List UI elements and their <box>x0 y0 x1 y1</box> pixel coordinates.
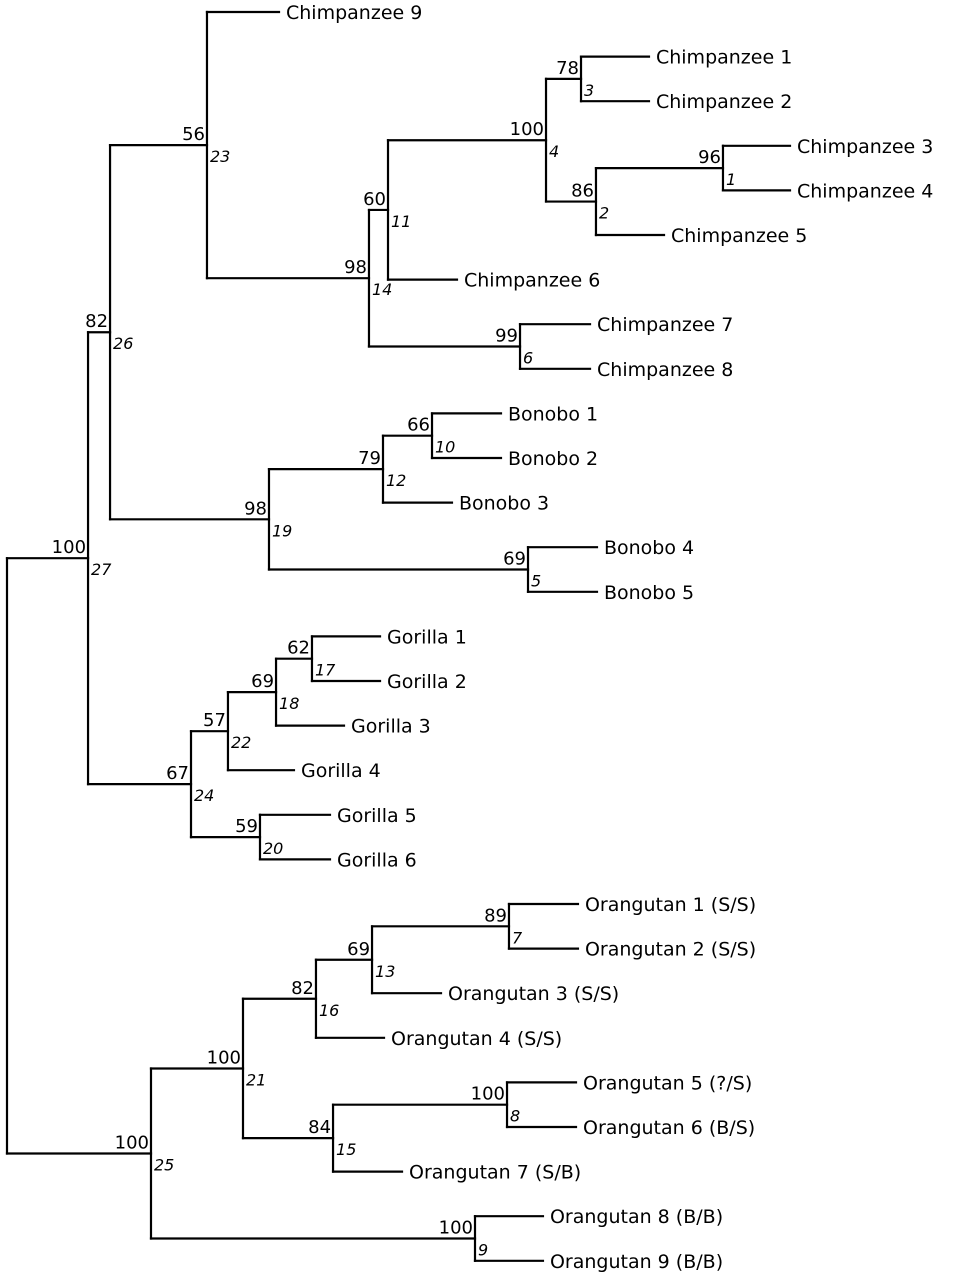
bootstrap-support-label: 69 <box>347 939 370 960</box>
node-id-label: 21 <box>246 1070 266 1089</box>
bootstrap-support-label: 100 <box>115 1132 149 1153</box>
node-id-label: 26 <box>113 334 133 353</box>
node-id-label: 1 <box>726 170 736 189</box>
bootstrap-support-label: 96 <box>698 147 721 168</box>
leaf-label: Bonobo 2 <box>508 448 598 470</box>
leaf-label: Chimpanzee 2 <box>656 91 792 113</box>
bootstrap-support-label: 60 <box>363 189 386 210</box>
node-id-label: 11 <box>391 212 411 231</box>
bootstrap-support-label: 69 <box>503 549 526 570</box>
leaf-label: Chimpanzee 1 <box>656 47 792 69</box>
bootstrap-support-label: 98 <box>244 498 267 519</box>
leaf-label: Orangutan 1 (S/S) <box>585 894 756 916</box>
node-id-label: 7 <box>512 928 523 947</box>
leaf-label: Orangutan 9 (B/B) <box>550 1251 723 1273</box>
node-id-label: 9 <box>478 1241 488 1260</box>
leaf-label: Chimpanzee 5 <box>671 225 807 247</box>
node-id-label: 24 <box>194 786 214 805</box>
leaf-label: Orangutan 2 (S/S) <box>585 939 756 961</box>
leaf-label: Chimpanzee 6 <box>464 270 600 292</box>
node-id-label: 15 <box>336 1140 356 1159</box>
node-id-label: 27 <box>91 560 112 579</box>
node-id-label: 6 <box>523 349 533 368</box>
leaf-label: Chimpanzee 8 <box>597 359 733 381</box>
bootstrap-support-label: 99 <box>495 326 518 347</box>
node-id-label: 13 <box>375 962 395 981</box>
bootstrap-support-label: 59 <box>235 816 258 837</box>
node-id-label: 3 <box>584 81 594 100</box>
node-id-label: 17 <box>315 661 336 680</box>
leaf-label: Chimpanzee 3 <box>797 136 933 158</box>
leaf-label: Orangutan 7 (S/B) <box>409 1162 581 1184</box>
bootstrap-support-label: 56 <box>182 124 205 145</box>
leaf-label: Chimpanzee 9 <box>286 2 422 24</box>
leaf-label: Chimpanzee 4 <box>797 180 933 202</box>
bootstrap-support-label: 100 <box>52 537 86 558</box>
node-id-label: 20 <box>263 839 283 858</box>
leaf-label: Orangutan 6 (B/S) <box>583 1117 755 1139</box>
leaf-label: Gorilla 6 <box>337 849 417 871</box>
bootstrap-support-label: 82 <box>85 311 108 332</box>
bootstrap-support-label: 100 <box>439 1218 473 1239</box>
bootstrap-support-label: 69 <box>251 671 274 692</box>
bootstrap-support-label: 89 <box>484 905 507 926</box>
bootstrap-support-label: 100 <box>207 1047 241 1068</box>
node-id-label: 5 <box>531 572 541 591</box>
bootstrap-support-label: 84 <box>308 1117 331 1138</box>
leaf-label: Gorilla 4 <box>301 760 381 782</box>
bootstrap-support-label: 66 <box>407 415 430 436</box>
bootstrap-support-label: 82 <box>291 978 314 999</box>
leaf-label: Orangutan 8 (B/B) <box>550 1206 723 1228</box>
node-id-label: 18 <box>279 694 299 713</box>
node-id-label: 16 <box>319 1001 339 1020</box>
bootstrap-support-label: 67 <box>166 763 189 784</box>
node-id-label: 14 <box>372 280 392 299</box>
bootstrap-support-label: 86 <box>571 181 594 202</box>
leaf-label: Gorilla 1 <box>387 626 467 648</box>
node-id-label: 12 <box>386 471 406 490</box>
node-id-label: 2 <box>599 204 609 223</box>
leaf-label: Gorilla 2 <box>387 671 467 693</box>
node-id-label: 25 <box>154 1155 174 1174</box>
node-id-label: 4 <box>549 142 559 161</box>
leaf-label: Bonobo 4 <box>604 537 694 559</box>
leaf-label: Bonobo 5 <box>604 582 694 604</box>
leaf-label: Orangutan 5 (?/S) <box>583 1072 752 1094</box>
leaf-label: Orangutan 3 (S/S) <box>448 983 619 1005</box>
leaf-label: Chimpanzee 7 <box>597 314 733 336</box>
bootstrap-support-label: 79 <box>358 448 381 469</box>
node-id-label: 10 <box>435 438 455 457</box>
node-id-label: 19 <box>272 521 292 540</box>
node-id-label: 8 <box>510 1107 520 1126</box>
bootstrap-support-label: 78 <box>556 58 579 79</box>
bootstrap-support-label: 62 <box>287 638 310 659</box>
bootstrap-support-label: 57 <box>203 710 226 731</box>
bootstrap-support-label: 100 <box>471 1084 505 1105</box>
bootstrap-support-label: 100 <box>510 119 544 140</box>
leaf-label: Bonobo 3 <box>459 493 549 515</box>
node-id-label: 22 <box>231 733 251 752</box>
leaf-label: Orangutan 4 (S/S) <box>391 1028 562 1050</box>
bootstrap-support-label: 98 <box>344 257 367 278</box>
leaf-label: Bonobo 1 <box>508 403 598 425</box>
node-id-label: 23 <box>210 147 230 166</box>
leaf-label: Gorilla 3 <box>351 716 431 738</box>
leaf-label: Gorilla 5 <box>337 805 417 827</box>
